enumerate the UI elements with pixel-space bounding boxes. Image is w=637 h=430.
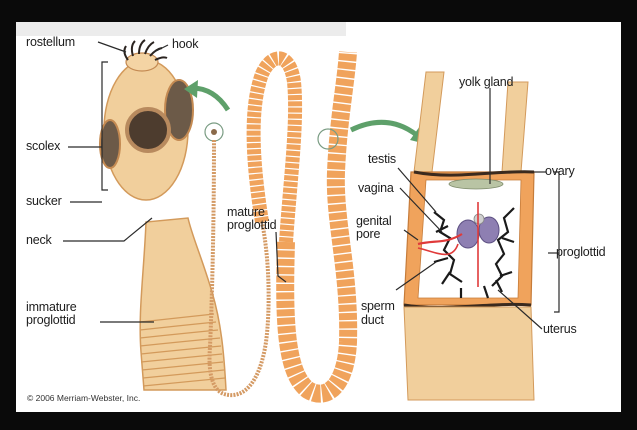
label-rostellum: rostellum <box>26 36 75 49</box>
label-sperm-line2: duct <box>361 314 384 327</box>
label-ovary: ovary <box>545 165 575 178</box>
copyright-text: © 2006 Merriam-Webster, Inc. <box>27 393 140 403</box>
label-proglottid: proglottid <box>556 246 605 259</box>
label-vagina: vagina <box>358 182 394 195</box>
label-sucker: sucker <box>26 195 62 208</box>
worm-head-small <box>211 129 217 135</box>
label-sperm-line1: sperm <box>361 300 395 313</box>
label-mature-line2: proglottid <box>227 219 276 232</box>
label-immature-line2: proglottid <box>26 314 75 327</box>
label-genital-line2: pore <box>356 228 380 241</box>
label-testis: testis <box>368 153 396 166</box>
label-neck: neck <box>26 234 52 247</box>
arrow-left <box>192 88 228 110</box>
arrow-right <box>351 122 418 136</box>
label-scolex: scolex <box>26 140 60 153</box>
label-uterus: uterus <box>543 323 577 336</box>
proglottid-detail <box>404 72 534 400</box>
label-yolk-gland: yolk gland <box>459 76 513 89</box>
tapeworm-illustration <box>16 22 621 412</box>
label-hook: hook <box>172 38 198 51</box>
diagram-panel: rostellum hook scolex sucker neck immatu… <box>16 22 621 412</box>
